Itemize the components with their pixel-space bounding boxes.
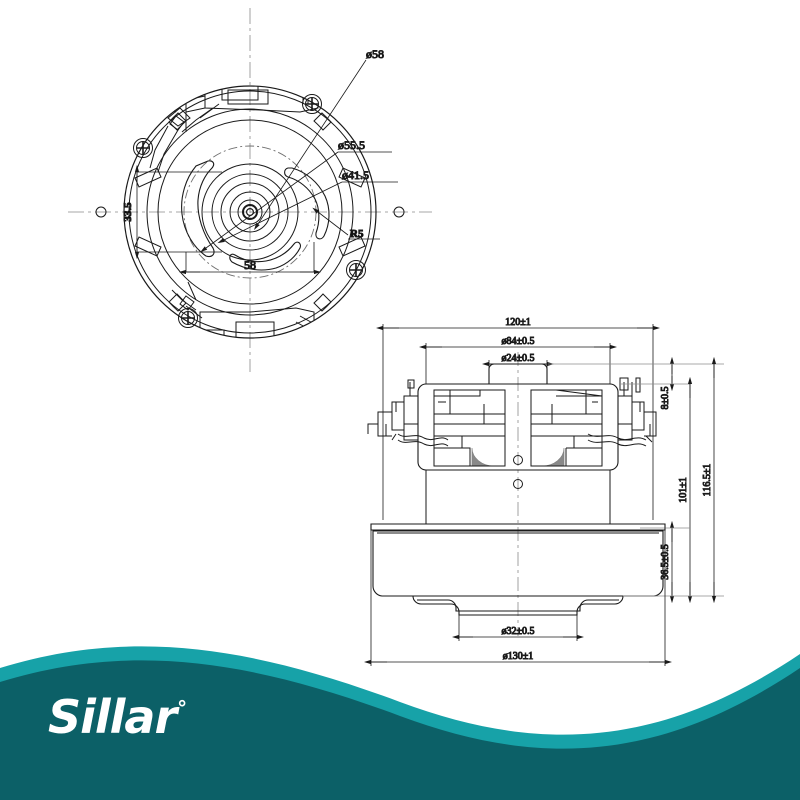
bearing-hole-upper bbox=[513, 455, 523, 465]
dim-d24 bbox=[481, 360, 555, 368]
dim-w58-label: 58 bbox=[244, 258, 256, 272]
dim-d84 bbox=[418, 343, 618, 384]
top-view-group: ø58 ø55.5 ø41.5 R5 bbox=[68, 8, 432, 372]
dim-w120 bbox=[375, 324, 661, 520]
impeller-outer-ring bbox=[157, 119, 343, 305]
stator-pack-left bbox=[433, 389, 506, 467]
commutator-shading-left bbox=[471, 447, 495, 467]
brush-holder-right bbox=[587, 377, 657, 462]
top-view-centerlines bbox=[68, 8, 432, 372]
mounting-screw-top-left bbox=[132, 137, 154, 159]
terminal-block-upper bbox=[124, 86, 319, 173]
dim-d58-label: ø58 bbox=[366, 47, 384, 61]
footer-wave-banner bbox=[0, 646, 800, 800]
impeller-vane-group bbox=[181, 160, 330, 271]
dim-d84-label: ø84±0.5 bbox=[502, 336, 535, 347]
brand-logo-text: Sillar bbox=[48, 690, 177, 744]
footer-wave-dark-band bbox=[0, 660, 800, 800]
mounting-screw-bottom-right bbox=[345, 259, 367, 281]
commutator-shading-right bbox=[541, 447, 565, 467]
dim-d415-label: ø41.5 bbox=[342, 168, 369, 182]
dim-h101-label: 101±1 bbox=[678, 477, 689, 503]
dim-d555 bbox=[200, 151, 392, 253]
mounting-screw-bottom-left bbox=[177, 307, 199, 329]
dim-d32-label: ø32±0.5 bbox=[502, 626, 535, 637]
stator-pack-right bbox=[530, 389, 603, 467]
vent-hole-left bbox=[95, 206, 107, 218]
dim-d130-label: ø130±1 bbox=[503, 651, 534, 662]
dim-d415 bbox=[217, 181, 398, 244]
bearing-hole-lower bbox=[513, 479, 523, 489]
side-view-group: 120±1 ø84±0.5 ø24±0.5 bbox=[363, 317, 724, 666]
dim-d24-label: ø24±0.5 bbox=[502, 353, 535, 364]
brand-logo-degree-mark: ° bbox=[177, 696, 188, 720]
dim-d555-label: ø55.5 bbox=[338, 138, 365, 152]
dim-r5 bbox=[312, 207, 380, 240]
hub-concentric-circles bbox=[201, 163, 299, 261]
dim-d32 bbox=[451, 615, 585, 641]
dim-h335 bbox=[134, 164, 222, 260]
brush-holder-left bbox=[367, 379, 449, 462]
dim-d130 bbox=[363, 524, 673, 666]
dim-h1165-label: 116.5±1 bbox=[702, 464, 713, 497]
dim-h365-label: 36.5±0.5 bbox=[660, 544, 671, 580]
brand-logo: Sillar ° bbox=[48, 694, 187, 740]
dim-h8-label: 8±0.5 bbox=[660, 387, 671, 410]
bottom-inlet-boss bbox=[412, 595, 624, 616]
dim-h8 bbox=[548, 356, 724, 392]
housing-step-ring bbox=[146, 108, 354, 316]
dim-r5-label: R5 bbox=[350, 228, 364, 240]
fan-housing-walls bbox=[425, 470, 611, 524]
dim-h335-label: 33.5 bbox=[122, 202, 134, 222]
vent-hole-right bbox=[393, 206, 405, 218]
dim-w120-label: 120±1 bbox=[505, 317, 531, 328]
dim-w58 bbox=[178, 242, 322, 275]
dim-h365 bbox=[623, 520, 724, 604]
outer-housing-ring-inner bbox=[128, 90, 372, 334]
